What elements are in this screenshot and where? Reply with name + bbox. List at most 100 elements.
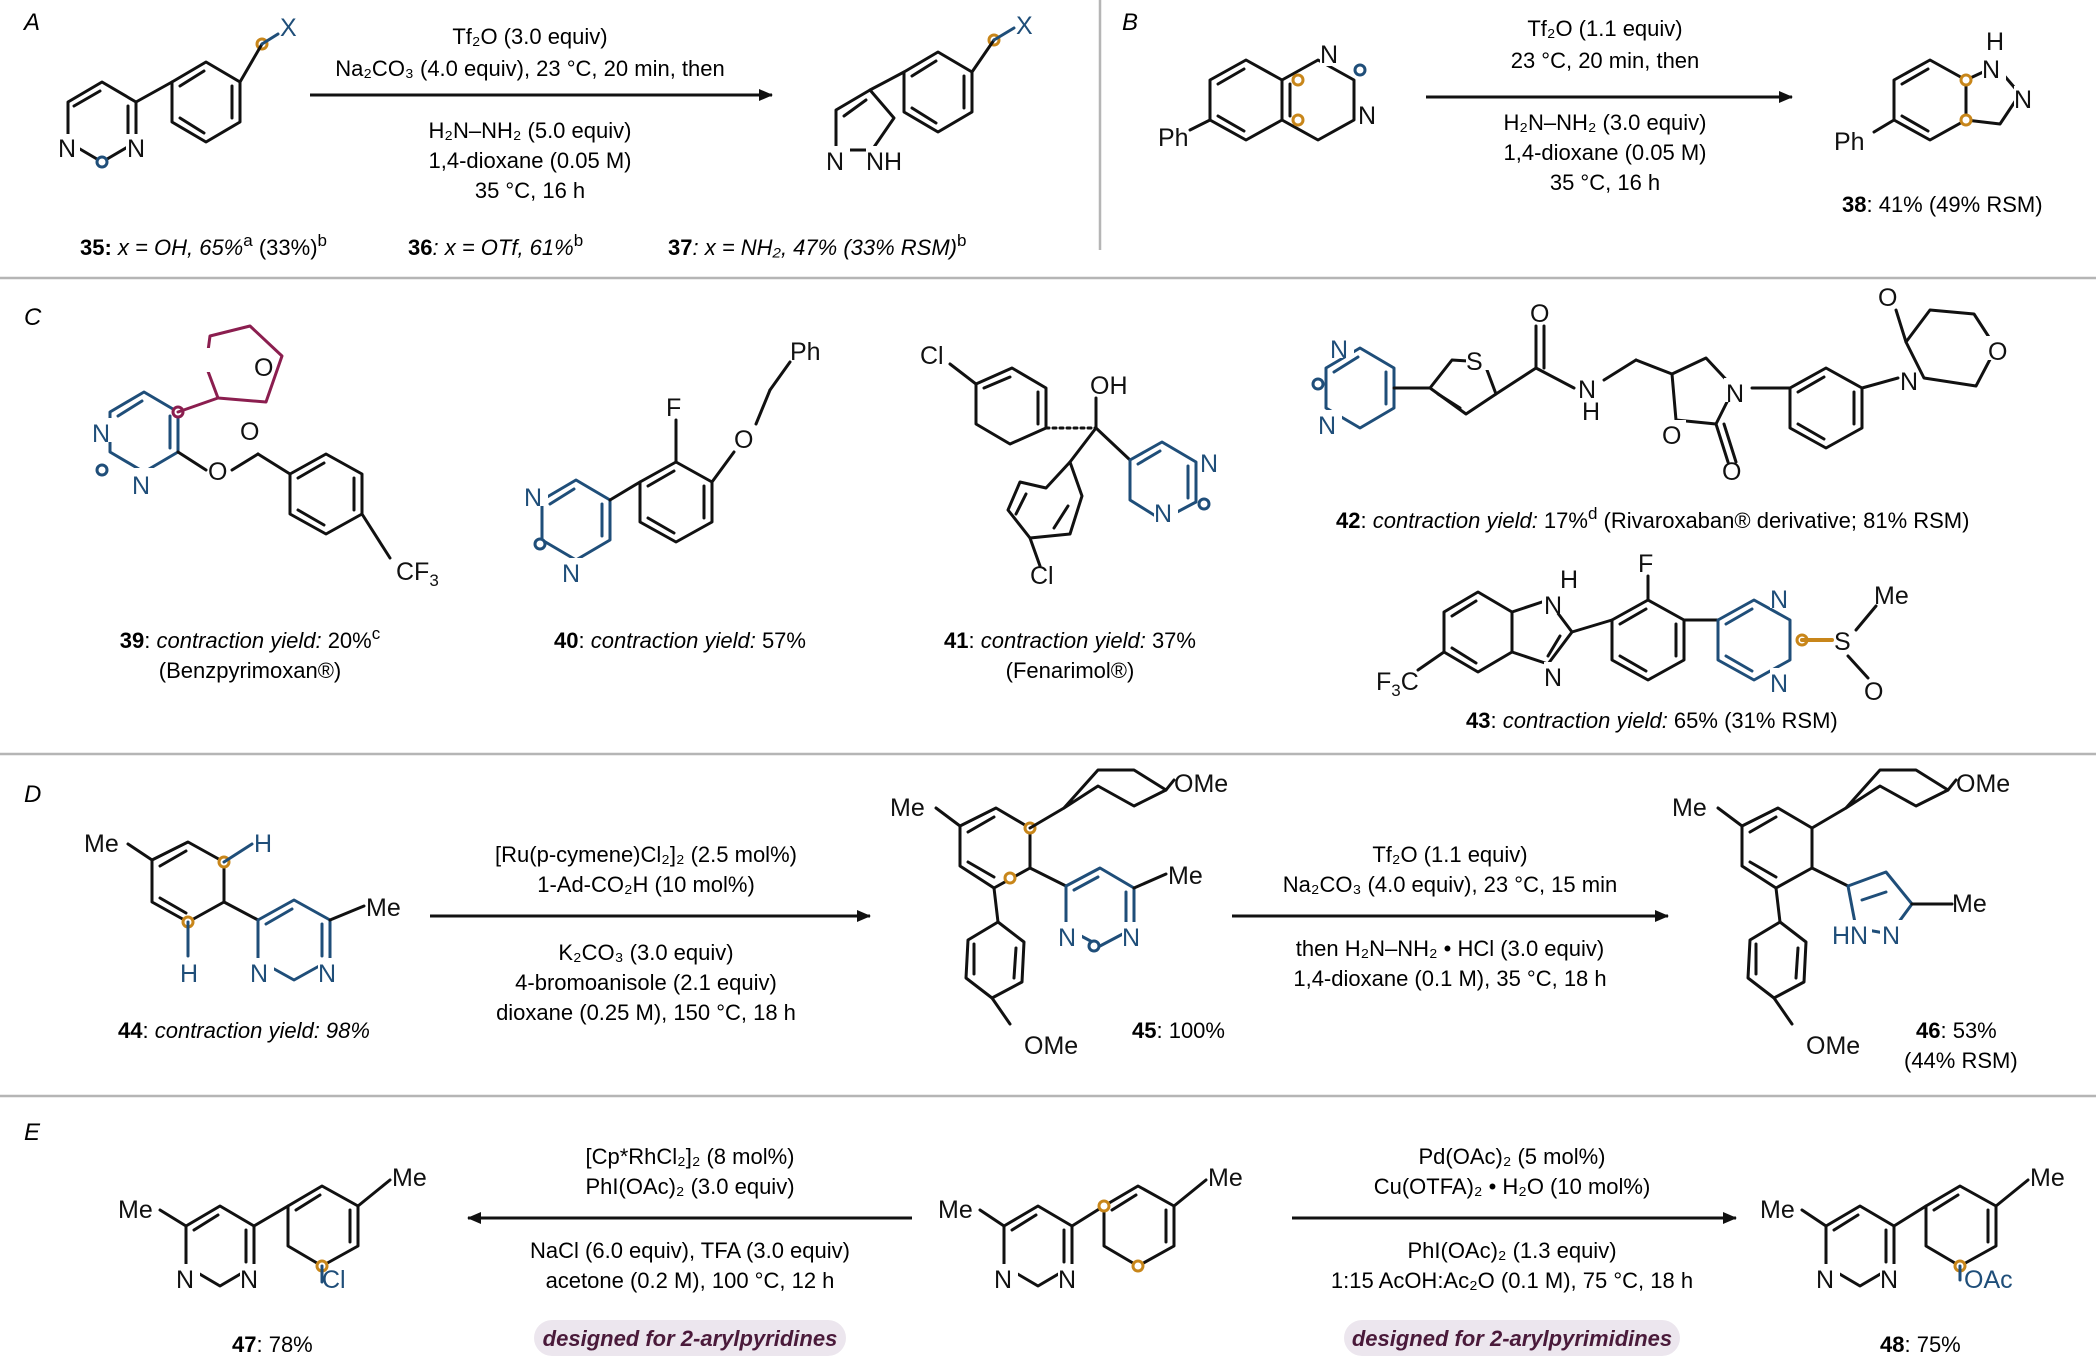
atom-me: Me [1760, 1196, 1795, 1224]
atom-h: H [180, 960, 198, 988]
atom-n: N [1770, 586, 1788, 614]
caption-43: 43: contraction yield: 65% (31% RSM) [1466, 708, 1838, 733]
atom-cl: Cl [1030, 562, 1054, 590]
panel-b: N N Ph Tf₂O (1.1 equiv) 23 °C, 20 min, t… [1158, 16, 2043, 217]
atom-n: N [524, 484, 542, 512]
pill-2-arylpyrimidines-label: designed for 2-arylpyrimidines [1352, 1326, 1672, 1351]
atom-n: N [127, 135, 145, 163]
atom-me: Me [1672, 794, 1707, 822]
dot-marker [1959, 113, 1973, 127]
atom-n: N [1544, 664, 1562, 692]
conditions-b-5: 35 °C, 16 h [1550, 170, 1660, 195]
caption-39-trade-name: (Benzpyrimoxan®) [159, 658, 342, 683]
atom-o: O [208, 458, 227, 486]
atom-o: O [254, 354, 273, 382]
atom-n: N [1816, 1266, 1834, 1294]
atom-n: N [318, 960, 336, 988]
atom-n: N [1320, 41, 1338, 69]
dot-marker [95, 155, 109, 169]
atom-n: N [1058, 1266, 1076, 1294]
atom-me: Me [1208, 1164, 1243, 1192]
atom-cl: Cl [920, 342, 944, 370]
caption-41: 41: contraction yield: 37% [944, 628, 1196, 653]
atom-n: N [1982, 56, 2000, 84]
atom-ph: Ph [790, 338, 821, 366]
caption-45: 45: 100% [1132, 1018, 1225, 1043]
atom-n: N [1154, 500, 1172, 528]
atom-n: N [562, 560, 580, 588]
caption-37: 37: x = NH₂, 47% (33% RSM)b [668, 231, 966, 260]
atom-n: N [176, 1266, 194, 1294]
molecule-substrate-e: Me N N Me [938, 1164, 1243, 1294]
conditions-b-2: 23 °C, 20 min, then [1511, 48, 1700, 73]
atom-o: O [240, 418, 259, 446]
atom-o: O [1722, 458, 1741, 486]
atom-ph: Ph [1158, 124, 1189, 152]
molecule-47: Me N N Cl Me [118, 1164, 427, 1294]
atom-oac: OAc [1964, 1266, 2013, 1294]
caption-36: 36: x = OTf, 61%b [408, 231, 583, 260]
molecule-44: Me H H N N Me [84, 830, 401, 988]
atom-n: N [1200, 450, 1218, 478]
atom-ome: OMe [1024, 1032, 1078, 1060]
atom-me: Me [118, 1196, 153, 1224]
atom-x: X [1016, 12, 1033, 40]
panel-e: Me N N Cl Me 47: 78% [Cp*RhCl₂]₂ (8 mol%… [118, 1144, 2065, 1357]
compound-number: 38 [1842, 192, 1866, 217]
dot-marker [1131, 1259, 1145, 1273]
conditions-d1-2: 1-Ad-CO₂H (10 mol%) [537, 872, 755, 897]
atom-n: N [92, 420, 110, 448]
atom-s: S [1466, 348, 1483, 376]
atom-n: N [1880, 1266, 1898, 1294]
molecule-35-reactant: N N X [58, 14, 297, 169]
conditions-d1-1: [Ru(p-cymene)Cl₂]₂ (2.5 mol%) [495, 842, 797, 867]
footnote-mark: b [957, 231, 966, 250]
dot-marker [1959, 73, 1973, 87]
dot-marker [1291, 113, 1305, 127]
atom-n: N [1058, 924, 1076, 952]
panel-d: Me H H N N Me 44: contraction yield: 98% [84, 768, 2018, 1073]
conditions-d2-3: then H₂N–NH₂ • HCl (3.0 equiv) [1296, 936, 1604, 961]
atom-n: N [1318, 412, 1336, 440]
atom-n: N [1330, 336, 1348, 364]
molecule-37-product: N NH X [826, 12, 1033, 176]
conditions-a-3: H₂N–NH₂ (5.0 equiv) [429, 118, 632, 143]
footnote-mark: a [243, 231, 253, 250]
conditions-e-right-3: PhI(OAc)₂ (1.3 equiv) [1407, 1238, 1616, 1263]
conditions-e-left-1: [Cp*RhCl₂]₂ (8 mol%) [585, 1144, 794, 1169]
atom-me: Me [392, 1164, 427, 1192]
conditions-b-4: 1,4-dioxane (0.05 M) [1504, 140, 1707, 165]
atom-n: N [250, 960, 268, 988]
molecule-45: Me OMe N N Me OM [890, 768, 1228, 1060]
conditions-d2-2: Na₂CO₃ (4.0 equiv), 23 °C, 15 min [1283, 872, 1617, 897]
atom-n: N [1900, 368, 1918, 396]
atom-me: Me [1168, 862, 1203, 890]
caption-47: 47: 78% [232, 1332, 313, 1357]
atom-n: N [2014, 86, 2032, 114]
atom-hn: HN [1832, 922, 1868, 950]
atom-ome: OMe [1956, 770, 2010, 798]
molecule-48: Me N N OAc Me [1760, 1164, 2065, 1294]
conditions-e-left-2: PhI(OAc)₂ (3.0 equiv) [585, 1174, 794, 1199]
molecule-quinazoline: N N Ph [1158, 41, 1382, 152]
atom-h: H [254, 830, 272, 858]
dot-marker [1087, 939, 1101, 953]
atom-me: Me [2030, 1164, 2065, 1192]
compound-number: 37 [668, 235, 692, 260]
atom-cl: Cl [322, 1266, 346, 1294]
caption-38: 38: 41% (49% RSM) [1842, 192, 2043, 217]
dot-marker [1353, 63, 1367, 77]
conditions-a-5: 35 °C, 16 h [475, 178, 585, 203]
atom-me: Me [938, 1196, 973, 1224]
conditions-b-3: H₂N–NH₂ (3.0 equiv) [1504, 110, 1707, 135]
atom-n: N [1358, 102, 1376, 130]
molecule-38-indazole: H N N Ph [1834, 28, 2038, 156]
atom-me: Me [890, 794, 925, 822]
atom-f: F [1638, 550, 1653, 578]
atom-ome: OMe [1806, 1032, 1860, 1060]
panel-label-e: E [24, 1119, 41, 1146]
footnote-mark: b [318, 231, 327, 250]
panel-label-a: A [22, 9, 40, 36]
atom-n: N [240, 1266, 258, 1294]
atom-nh: NH [866, 148, 902, 176]
